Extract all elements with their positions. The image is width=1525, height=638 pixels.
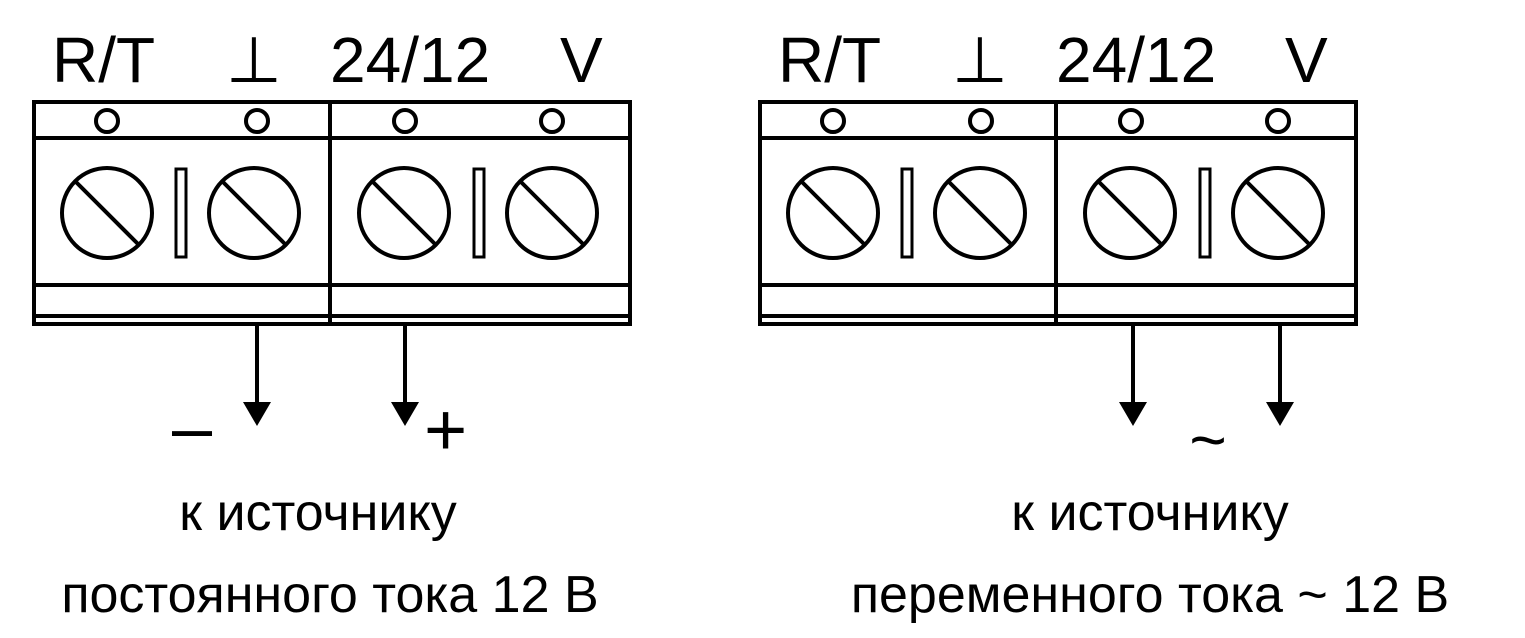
right-arrow-2-icon xyxy=(1266,402,1294,426)
right-label-v: V xyxy=(1285,24,1328,96)
left-minus-sign: – xyxy=(172,388,213,468)
right-screw-24-12-icon[interactable] xyxy=(1083,166,1177,260)
left-arrow-plus-icon xyxy=(391,402,419,426)
left-screw-v-icon[interactable] xyxy=(505,166,599,260)
right-screw-gnd-icon[interactable] xyxy=(933,166,1027,260)
right-pin-rt xyxy=(820,108,846,134)
right-caption-line2: переменного тока ~ 12 В xyxy=(851,566,1449,624)
left-plus-sign: + xyxy=(424,388,467,471)
right-wire-1 xyxy=(1119,324,1147,426)
left-arrow-minus-icon xyxy=(243,402,271,426)
left-screw-gnd-icon[interactable] xyxy=(207,166,301,260)
right-arrow-1-icon xyxy=(1119,402,1147,426)
right-pin-v xyxy=(1265,108,1291,134)
left-divider-2 xyxy=(472,167,486,259)
left-wire-plus xyxy=(391,324,419,426)
right-terminal-block: R/T ⊥ 24/12 V ~ к источнику xyxy=(758,24,1449,624)
right-ac-sign: ~ xyxy=(1189,404,1226,476)
right-divider-2 xyxy=(1198,167,1212,259)
left-wire-minus xyxy=(243,324,271,426)
right-screw-rt-icon[interactable] xyxy=(786,166,880,260)
right-divider-1 xyxy=(900,167,914,259)
left-block-housing xyxy=(32,100,632,326)
left-pin-24-12 xyxy=(392,108,418,134)
left-label-gnd: ⊥ xyxy=(226,24,282,96)
left-label-24-12: 24/12 xyxy=(330,24,490,96)
left-pin-rt xyxy=(94,108,120,134)
right-label-rt: R/T xyxy=(778,24,881,96)
left-screw-rt-icon[interactable] xyxy=(60,166,154,260)
right-pin-24-12 xyxy=(1118,108,1144,134)
left-caption-line1: к источнику xyxy=(179,484,456,542)
right-pin-gnd xyxy=(968,108,994,134)
left-terminal-block: R/T ⊥ 24/12 V – + к источн xyxy=(32,24,632,624)
left-label-rt: R/T xyxy=(52,24,155,96)
right-wire-2 xyxy=(1266,324,1294,426)
right-block-housing xyxy=(758,100,1358,326)
right-caption-line1: к источнику xyxy=(1011,484,1288,542)
right-label-24-12: 24/12 xyxy=(1056,24,1216,96)
left-pin-gnd xyxy=(244,108,270,134)
right-screw-v-icon[interactable] xyxy=(1231,166,1325,260)
left-caption-line2: постоянного тока 12 В xyxy=(61,566,598,624)
left-screw-24-12-icon[interactable] xyxy=(357,166,451,260)
left-divider-1 xyxy=(174,167,188,259)
right-label-gnd: ⊥ xyxy=(952,24,1008,96)
left-pin-v xyxy=(539,108,565,134)
left-label-v: V xyxy=(560,24,603,96)
